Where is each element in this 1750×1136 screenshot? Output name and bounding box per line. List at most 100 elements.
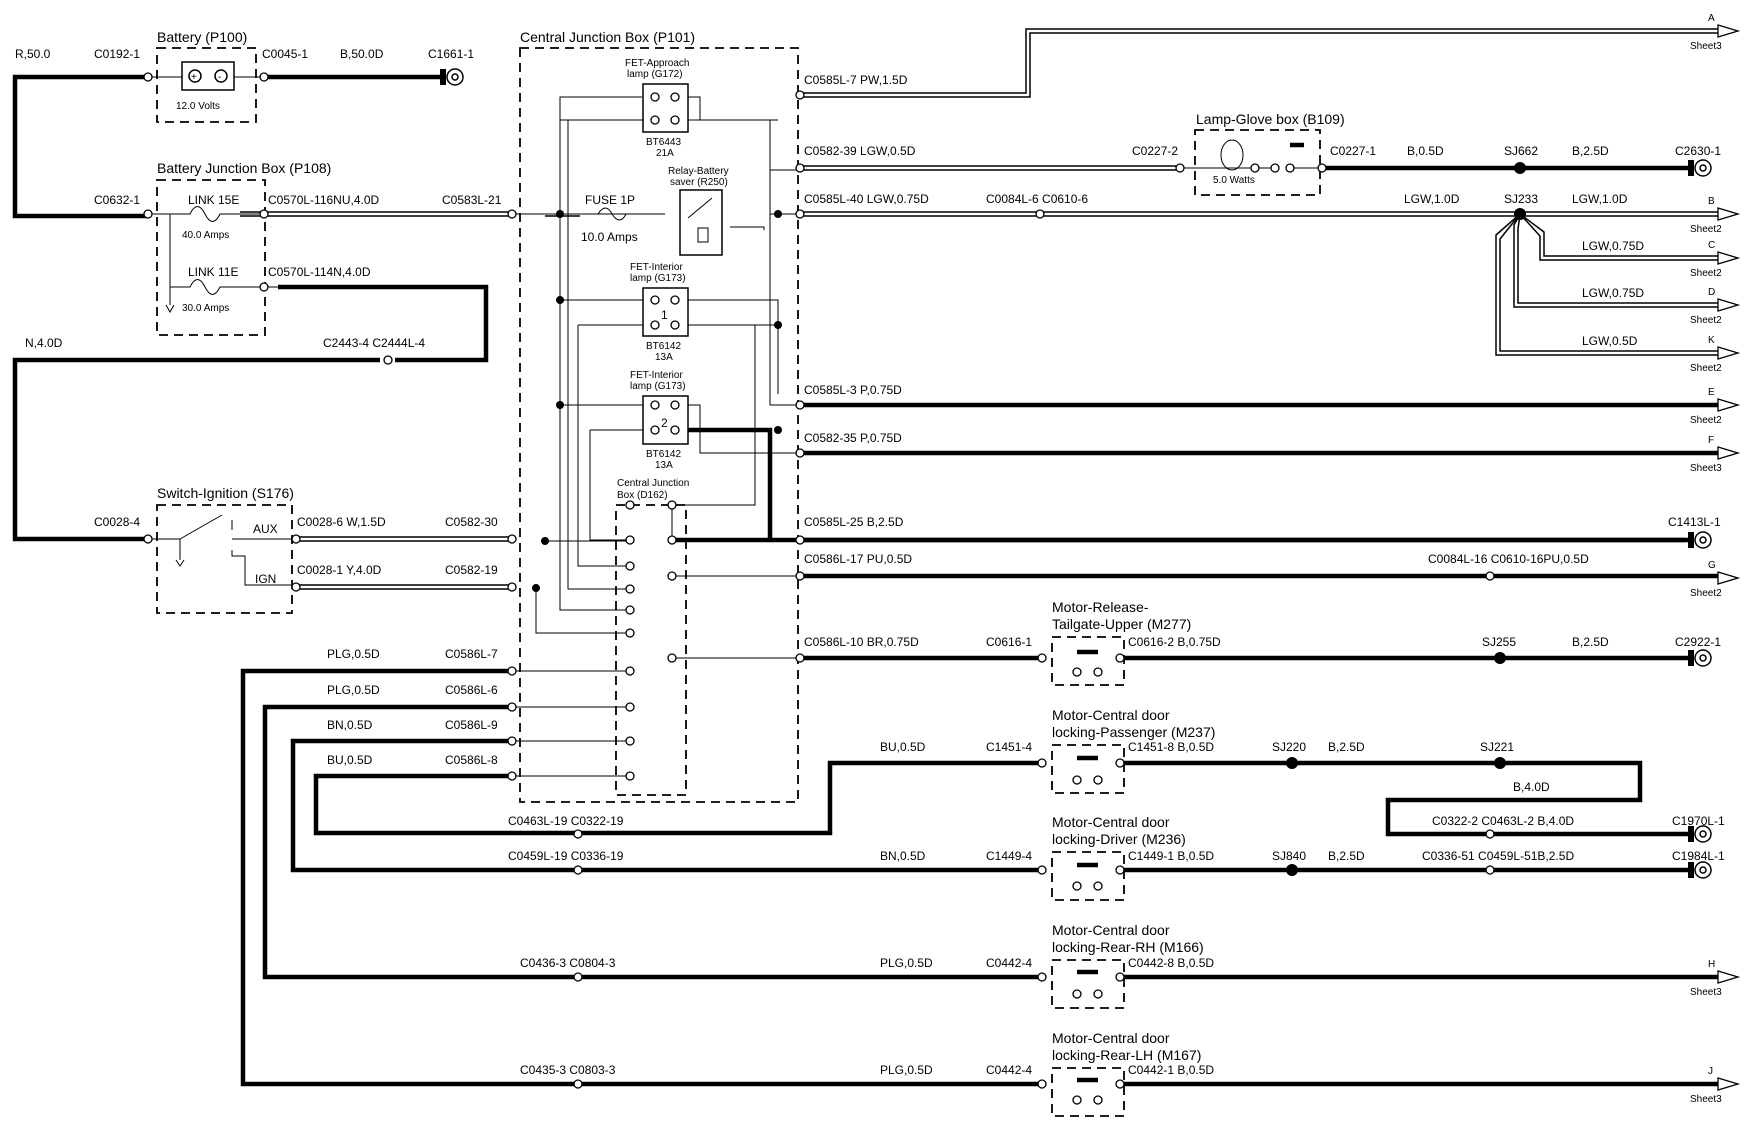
ground-c2922	[1688, 649, 1712, 667]
label-sj220: SJ220	[1272, 740, 1306, 754]
label-w-plg1: PLG,0.5D	[327, 647, 380, 661]
connector-pin	[507, 534, 517, 544]
connector-pin	[259, 72, 269, 82]
svg-text:+: +	[191, 72, 197, 83]
label-c1984: C1984L-1	[1672, 849, 1725, 863]
splice-sj220	[1286, 757, 1298, 769]
connector-pin	[625, 771, 635, 781]
motor-m277-box	[1051, 636, 1125, 686]
label-w-lgw075a: LGW,0.75D	[1582, 239, 1644, 253]
label-c0442-8: C0442-8 B,0.5D	[1128, 956, 1214, 970]
connector-pin	[795, 535, 805, 545]
ref-letter: F	[1708, 435, 1714, 446]
connector-pin	[667, 653, 677, 663]
fuse-label: FUSE 1P	[585, 193, 635, 207]
label-w-b05: B,0.5D	[1407, 144, 1444, 158]
connector-pin	[650, 295, 660, 305]
label-c0084-16: C0084L-16 C0610-16PU,0.5D	[1428, 552, 1589, 566]
label-c0586-6: C0586L-6	[445, 683, 498, 697]
connector-pin	[1072, 667, 1082, 677]
connector-pin	[383, 355, 393, 365]
central-junction-box: Central Junction Box (P101) Central Junc…	[519, 29, 799, 803]
connector-pin	[1115, 865, 1125, 875]
m166-label-1: Motor-Central door	[1052, 922, 1170, 938]
label-w-b25d: B,2.5D	[1328, 849, 1365, 863]
label-c0570-114: C0570L-114N,4.0D	[268, 265, 371, 279]
connector-pin	[625, 736, 635, 746]
label-w-b25a: B,2.5D	[1572, 144, 1609, 158]
connector-pin	[650, 400, 660, 410]
fet-approach-label-1: FET-Approach	[625, 58, 689, 69]
connector-pin	[795, 400, 805, 410]
label-c0459: C0459L-19 C0336-19	[508, 849, 624, 863]
ignition-ign-label: IGN	[255, 572, 276, 586]
label-c0585-25: C0585L-25 B,2.5D	[804, 515, 904, 529]
battery-plus-terminal	[188, 69, 202, 83]
connector-pin	[1115, 653, 1125, 663]
ref-arrow-icon	[1717, 251, 1741, 265]
ref-letter: A	[1708, 13, 1715, 24]
connector-pin	[650, 92, 660, 102]
connector-pin	[667, 535, 677, 545]
connector-pin	[625, 605, 635, 615]
battery-component: Battery (P100) + - 12.0 Volts	[150, 29, 264, 123]
connector-pin	[291, 582, 301, 592]
cjb-inner-box	[615, 504, 687, 796]
ref-letter: K	[1708, 335, 1715, 346]
m167-label-1: Motor-Central door	[1052, 1030, 1170, 1046]
battery-minus-terminal	[214, 69, 228, 83]
connector-pin	[1037, 865, 1047, 875]
ref-letter: D	[1708, 287, 1715, 298]
label-sj221: SJ221	[1480, 740, 1514, 754]
label-c0045: C0045-1	[262, 47, 308, 61]
ref-sheet: Sheet2	[1690, 415, 1722, 426]
label-c0442-4b: C0442-4	[986, 1063, 1032, 1077]
motor-m166-box	[1051, 959, 1125, 1009]
label-w-lgw1b: LGW,1.0D	[1572, 192, 1628, 206]
connector-pin	[1485, 865, 1495, 875]
ignition-title: Switch-Ignition (S176)	[157, 485, 294, 501]
label-c1451-4: C1451-4	[986, 740, 1032, 754]
connector-pin	[625, 584, 635, 594]
splice-sj221	[1494, 757, 1506, 769]
connector-pin	[259, 282, 269, 292]
ref-sheet: Sheet2	[1690, 315, 1722, 326]
connector-pin	[1285, 163, 1295, 173]
m277-label-1: Motor-Release-	[1052, 599, 1149, 615]
connector-pin	[625, 535, 635, 545]
label-c1661: C1661-1	[428, 47, 474, 61]
connector-pin	[259, 209, 269, 219]
motor-m237-box	[1051, 744, 1125, 794]
motor-m167-box	[1051, 1067, 1125, 1117]
label-c0616-2: C0616-2 B,0.75D	[1128, 635, 1221, 649]
connector-pin	[650, 320, 660, 330]
label-sj840: SJ840	[1272, 849, 1306, 863]
m236-label-2: locking-Driver (M236)	[1052, 831, 1186, 847]
label-w-lgw05: LGW,0.5D	[1582, 334, 1638, 348]
splice-sj662	[1514, 162, 1526, 174]
label-c1413: C1413L-1	[1668, 515, 1721, 529]
label-w-lgw1a: LGW,1.0D	[1404, 192, 1460, 206]
ref-arrow-icon	[1717, 207, 1741, 221]
connector-pin	[573, 865, 583, 875]
label-w-b40: B,4.0D	[1513, 780, 1550, 794]
connector-points	[143, 72, 1495, 1105]
ref-arrow-icon	[1717, 346, 1741, 360]
label-c0586-7: C0586L-7	[445, 647, 498, 661]
connector-pin	[507, 736, 517, 746]
sheet-references: ASheet3BSheet2CSheet2DSheet2KSheet2EShee…	[1690, 13, 1741, 1105]
connector-pin	[1485, 571, 1495, 581]
label-sj662: SJ662	[1504, 144, 1538, 158]
label-c0585-7: C0585L-7 PW,1.5D	[804, 73, 908, 87]
connector-pin	[625, 628, 635, 638]
connector-pin	[1093, 989, 1103, 999]
ref-arrow-icon	[1717, 571, 1741, 585]
connector-pin	[1250, 163, 1260, 173]
label-w-b25c: B,2.5D	[1328, 740, 1365, 754]
connector-pin	[670, 320, 680, 330]
motor-m236-box	[1051, 851, 1125, 901]
relay-label-1: Relay-Battery	[668, 166, 729, 177]
connector-pin	[795, 163, 805, 173]
